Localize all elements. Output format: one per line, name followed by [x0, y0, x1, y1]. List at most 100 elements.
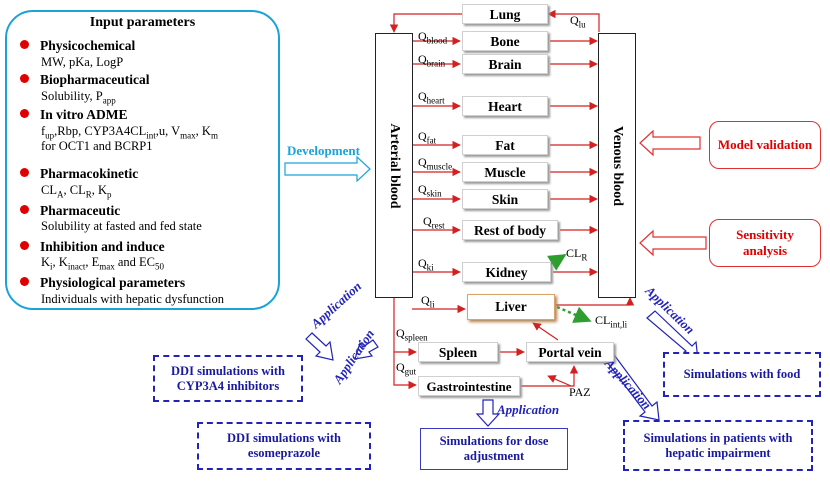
arterial-blood-compartment: Arterial blood — [375, 33, 413, 298]
flow-symbol: CL — [566, 246, 582, 260]
ddi-esomeprazole-box: DDI simulations with esomeprazole — [197, 422, 371, 470]
bullet-icon — [20, 40, 29, 49]
model-validation-text: Model validation — [717, 137, 813, 152]
flow-label-cl-int-li: CLint,li — [595, 313, 627, 331]
bullet-icon — [20, 168, 29, 177]
flow-symbol: Q — [421, 293, 430, 307]
flow-label-q-gut: Qgut — [396, 360, 416, 378]
ddi-cyp3a4-box: DDI simulations with CYP3A4 inhibitors — [153, 355, 303, 402]
flow-subscript: li — [429, 299, 435, 310]
flow-subscript: skin — [426, 188, 442, 199]
flow-label-q-brain: Qbrain — [418, 52, 445, 70]
flow-subscript: blood — [426, 35, 448, 46]
flow-symbol: Q — [418, 256, 427, 270]
input-category: Inhibition and induce — [20, 239, 165, 255]
flow-symbol: Q — [418, 52, 427, 66]
flow-label-q-blood: Qblood — [418, 29, 447, 47]
flow-label-cl-r: CLR — [566, 246, 587, 264]
flow-label-q-spleen: Qspleen — [396, 326, 428, 344]
ddi-esomeprazole-text: DDI simulations with esomeprazole — [227, 431, 341, 460]
venous-blood-label: Venous blood — [610, 125, 625, 206]
flow-symbol: Q — [418, 29, 427, 43]
organ-bone: Bone — [462, 31, 548, 51]
input-category-name: Physicochemical — [40, 38, 136, 53]
input-category-name: Pharmaceutic — [40, 203, 121, 218]
organ-fat: Fat — [462, 135, 548, 155]
input-category-detail: MW, pKa, LogP — [41, 55, 124, 69]
input-category-name: Inhibition and induce — [40, 239, 165, 254]
bullet-icon — [20, 109, 29, 118]
input-category: Physiological parameters — [20, 275, 185, 291]
flow-label-q-lu: Qlu — [570, 13, 586, 31]
flow-label-q-heart: Qheart — [418, 89, 445, 107]
bullet-icon — [20, 277, 29, 286]
organ-skin: Skin — [462, 189, 548, 209]
flow-label-q-muscle: Qmuscle — [418, 155, 452, 173]
application-label-dose: Application — [497, 402, 560, 417]
input-category-name: Physiological parameters — [40, 275, 186, 290]
input-category-detail: Solubility, Papp — [41, 89, 116, 106]
input-category-name: Pharmacokinetic — [40, 166, 139, 181]
organ-rest-of-body: Rest of body — [462, 220, 558, 240]
flow-symbol: Q — [570, 13, 579, 27]
hepatic-impairment-text: Simulations in patients with hepatic imp… — [643, 430, 793, 460]
arterial-blood-label: Arterial blood — [387, 122, 402, 209]
organ-brain: Brain — [462, 54, 548, 74]
organ-heart: Heart — [462, 96, 548, 116]
flow-subscript: rest — [431, 220, 445, 231]
organ-portal-vein: Portal vein — [526, 342, 614, 362]
sensitivity-analysis-text: Sensitivity analysis — [736, 227, 794, 258]
flow-symbol: Q — [423, 214, 432, 228]
flow-symbol: Q — [418, 129, 427, 143]
food-text: Simulations with food — [683, 367, 801, 381]
flow-label-q-skin: Qskin — [418, 182, 442, 200]
input-category-name: Biopharmaceutical — [40, 72, 150, 87]
input-category: Physicochemical — [20, 38, 135, 54]
input-category-detail: fup,Rbp, CYP3A4CLint,u, Vmax, Km — [41, 124, 218, 141]
flow-symbol: Q — [396, 360, 405, 374]
dose-adjustment-box: Simulations for dose adjustment — [420, 428, 568, 470]
flow-label-q-li: Qli — [421, 293, 435, 311]
flow-subscript: gut — [404, 366, 417, 377]
organ-spleen: Spleen — [418, 342, 498, 362]
input-category-name: In vitro ADME — [40, 107, 128, 122]
dose-adjustment-text: Simulations for dose adjustment — [439, 434, 549, 463]
development-label: Development — [287, 143, 360, 158]
input-category-detail: Individuals with hepatic dysfunction — [41, 292, 224, 306]
flow-label-q-rest: Qrest — [423, 214, 445, 232]
flow-subscript: R — [581, 252, 588, 263]
flow-label-q-fat: Qfat — [418, 129, 436, 147]
flow-subscript: muscle — [426, 161, 453, 172]
input-category-detail: CLA, CLR, Kp — [41, 183, 112, 200]
model-validation-box: Model validation — [709, 121, 821, 169]
organ-muscle: Muscle — [462, 162, 548, 182]
input-parameters-panel: Input parameters — [5, 10, 280, 310]
input-category: In vitro ADME — [20, 107, 128, 123]
sensitivity-analysis-box: Sensitivity analysis — [709, 219, 821, 267]
flow-symbol: Q — [418, 89, 427, 103]
flow-symbol: Q — [418, 155, 427, 169]
bullet-icon — [20, 241, 29, 250]
input-category: Biopharmaceutical — [20, 72, 150, 88]
venous-blood-compartment: Venous blood — [598, 33, 636, 298]
organ-kidney: Kidney — [462, 262, 551, 282]
organ-liver: Liver — [467, 294, 555, 320]
flow-subscript: int,li — [610, 319, 628, 330]
flow-label-q-ki: Qki — [418, 256, 434, 274]
ddi-cyp3a4-text: DDI simulations with CYP3A4 inhibitors — [171, 363, 285, 393]
flow-subscript: fat — [426, 135, 437, 146]
food-box: Simulations with food — [663, 352, 821, 397]
flow-subscript: spleen — [404, 332, 428, 343]
organ-lung: Lung — [462, 4, 548, 24]
input-category-detail: Solubility at fasted and fed state — [41, 219, 202, 233]
flow-symbol: Q — [396, 326, 405, 340]
flow-subscript: heart — [426, 95, 445, 106]
bullet-icon — [20, 74, 29, 83]
flow-symbol: CL — [595, 313, 611, 327]
flow-subscript: ki — [426, 262, 434, 273]
input-category: Pharmacokinetic — [20, 166, 138, 182]
paz-label: PAZ — [569, 385, 591, 399]
input-category-detail: Ki, Kinact, Emax and EC50 — [41, 255, 165, 272]
bullet-icon — [20, 205, 29, 214]
